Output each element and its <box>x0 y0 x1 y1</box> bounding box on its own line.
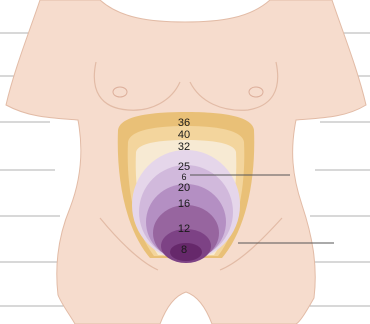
label-8: 8 <box>181 244 187 256</box>
label-32: 32 <box>178 141 190 153</box>
label-36: 36 <box>178 117 190 129</box>
label-16: 16 <box>178 198 190 210</box>
label-12: 12 <box>178 223 190 235</box>
label-6: 6 <box>181 172 186 182</box>
label-40: 40 <box>178 129 190 141</box>
label-20: 20 <box>178 182 190 194</box>
